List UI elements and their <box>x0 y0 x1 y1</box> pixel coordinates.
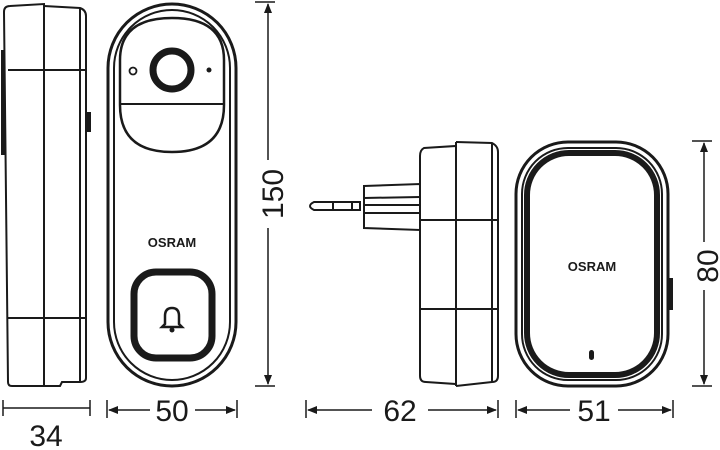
dimension-51 <box>515 400 674 418</box>
bell-icon <box>158 306 186 333</box>
doorbell-brand-label: OSRAM <box>148 235 196 250</box>
dimension-label-50: 50 <box>155 395 188 428</box>
dimension-label-80: 80 <box>692 249 720 282</box>
dimension-label-62: 62 <box>383 395 416 428</box>
dimension-80 <box>692 140 712 387</box>
chime-brand-label: OSRAM <box>568 259 616 274</box>
doorbell-side-view <box>1 2 91 387</box>
dimension-label-51: 51 <box>577 395 610 428</box>
camera-lens-icon <box>149 47 195 93</box>
doorbell-front-view <box>106 2 238 388</box>
dimension-34 <box>2 400 91 416</box>
chime-front-view <box>514 140 673 388</box>
dimension-62 <box>305 400 499 418</box>
dimension-label-150: 150 <box>257 169 290 219</box>
chime-side-view <box>309 141 499 387</box>
dimension-50 <box>106 400 238 418</box>
dimension-150 <box>255 1 275 387</box>
dimension-label-34: 34 <box>29 420 62 450</box>
